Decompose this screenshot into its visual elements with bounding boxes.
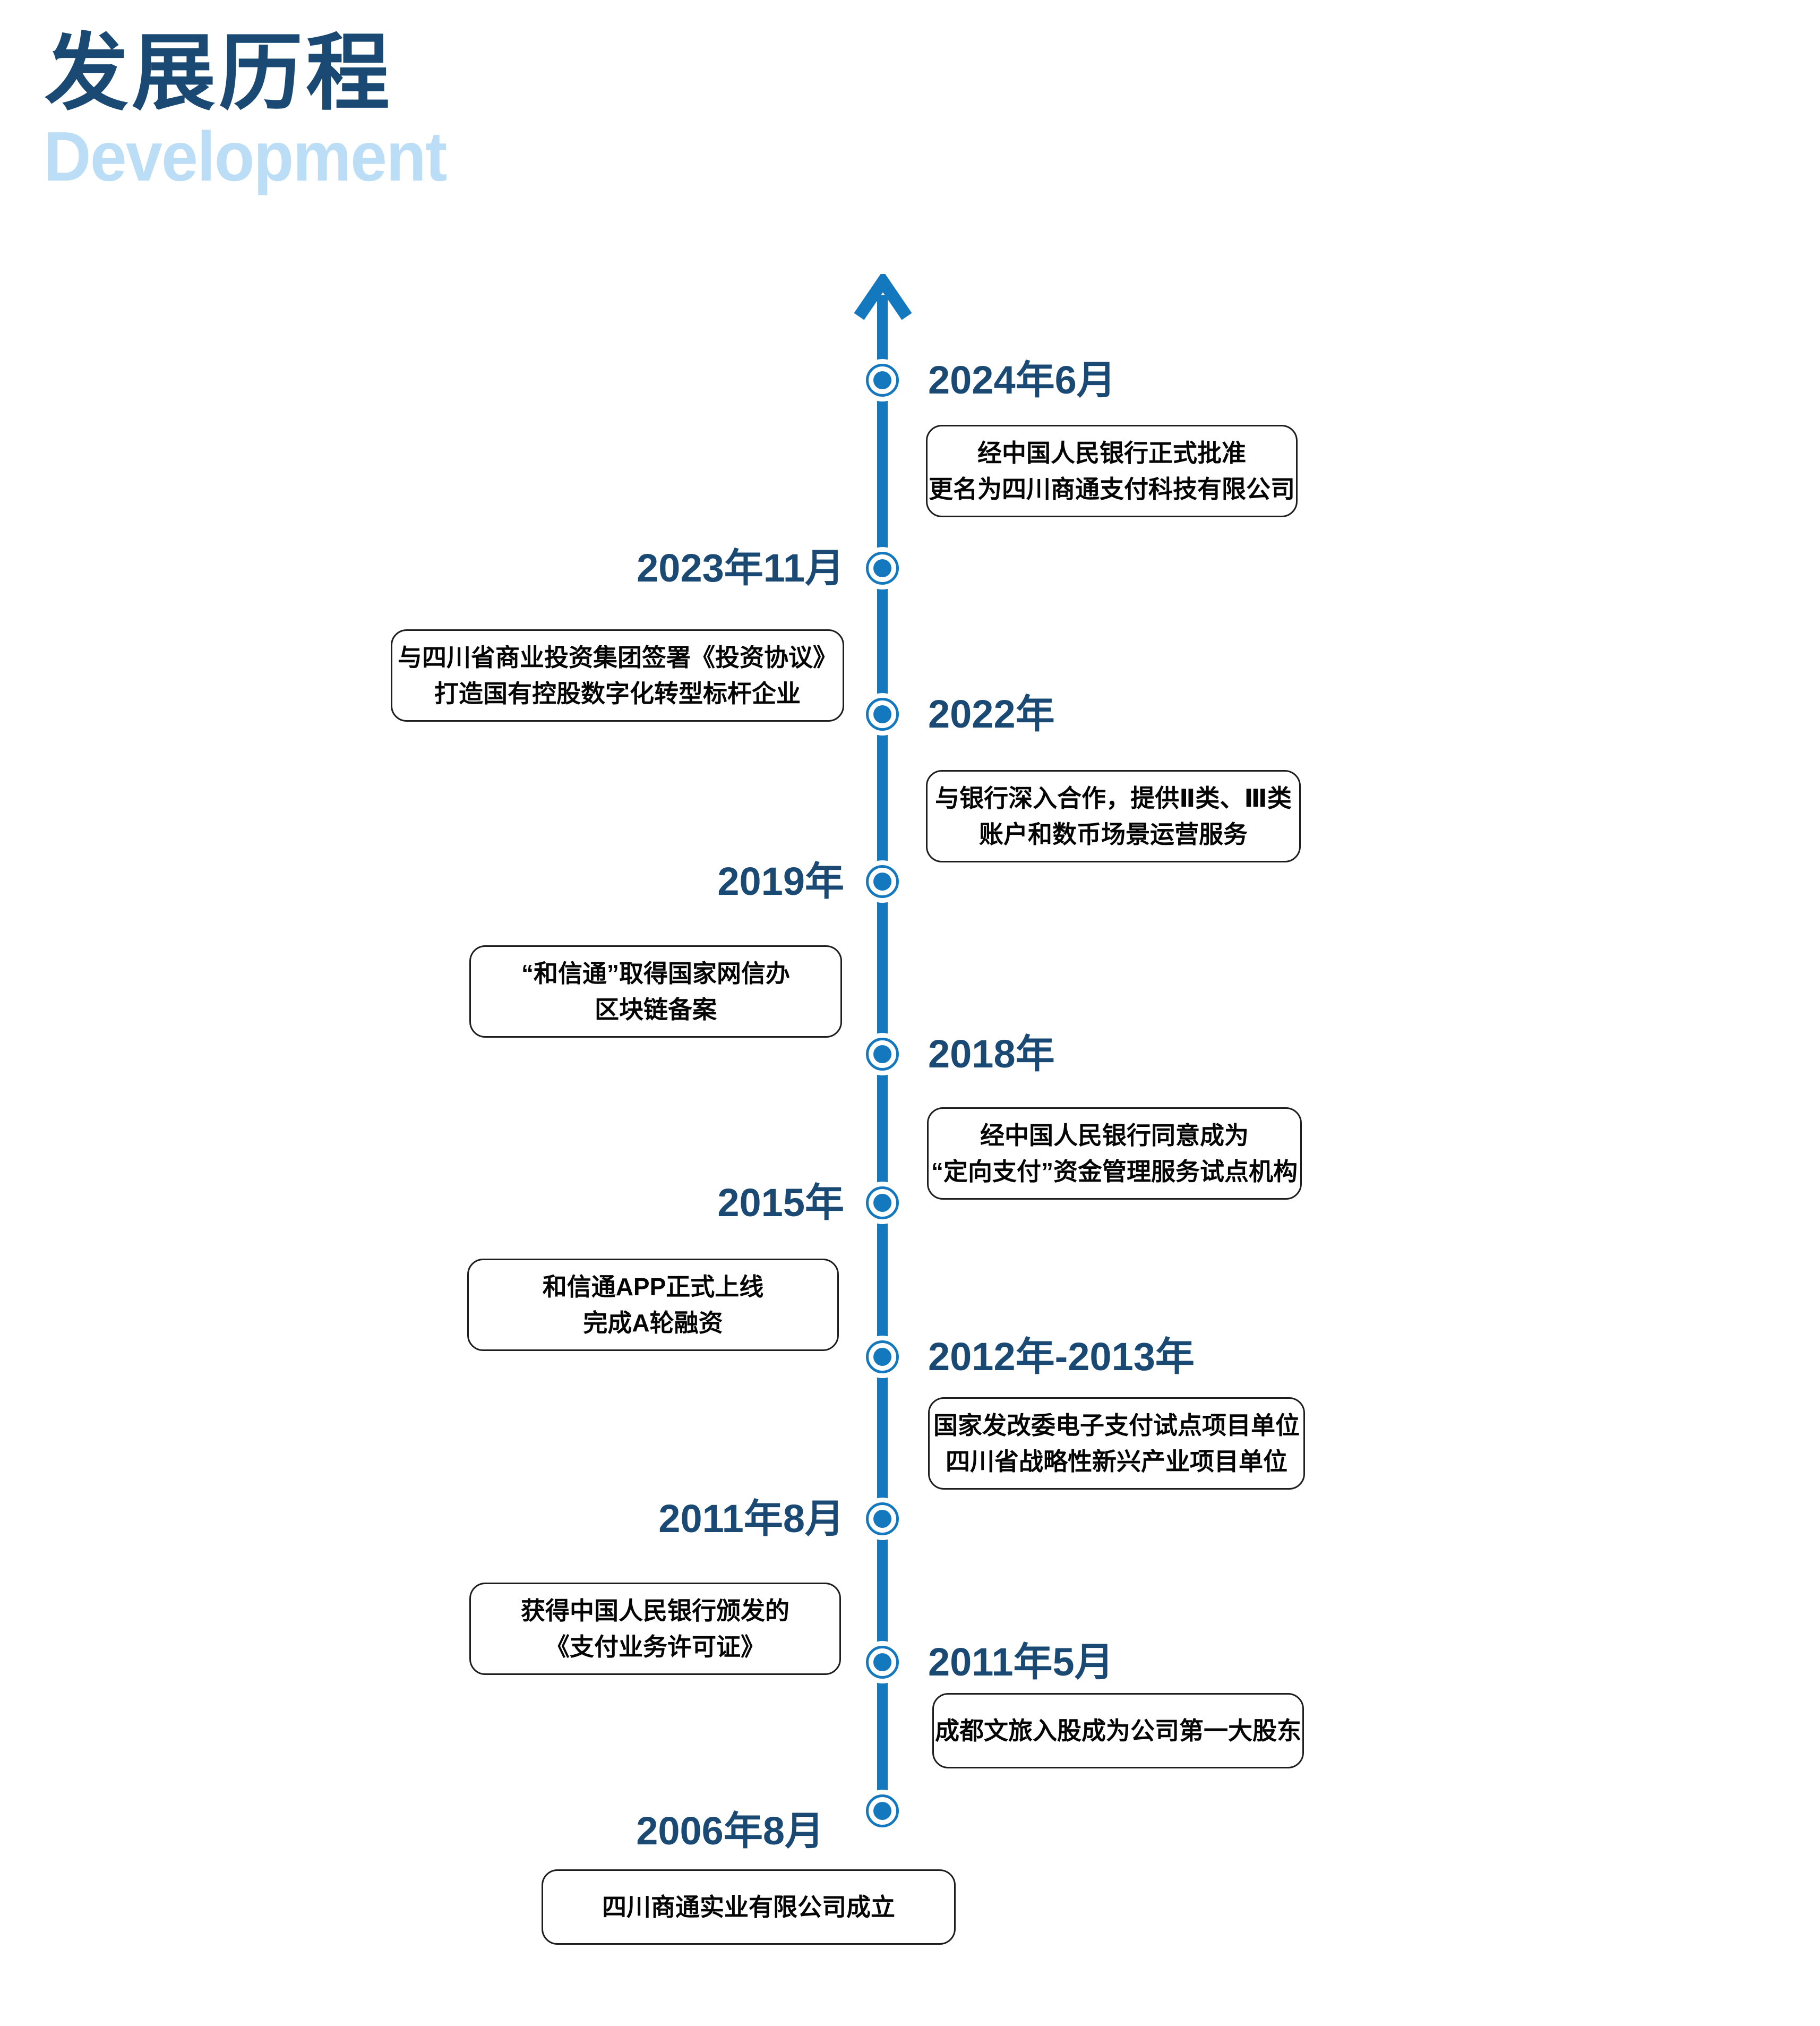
- milestone-text-line: 与银行深入合作，提供Ⅱ类、Ⅲ类: [935, 784, 1292, 812]
- milestone-date: 2022年: [928, 692, 1055, 736]
- milestone-date: 2015年: [717, 1181, 844, 1225]
- milestone-text-line: “和信通”取得国家网信办: [521, 960, 790, 987]
- timeline-node: [866, 552, 899, 585]
- milestone-text-line: 更名为四川商通支付科技有限公司: [929, 475, 1295, 503]
- milestone-card: 国家发改委电子支付试点项目单位四川省战略性新兴产业项目单位: [928, 1397, 1305, 1490]
- timeline-node: [866, 364, 899, 397]
- milestone-card: 与银行深入合作，提供Ⅱ类、Ⅲ类账户和数币场景运营服务: [926, 770, 1301, 862]
- timeline-node: [866, 1502, 899, 1535]
- milestone-card: 和信通APP正式上线完成A轮融资: [467, 1259, 839, 1351]
- milestone-text-line: 经中国人民银行同意成为: [980, 1122, 1249, 1149]
- milestone-text-line: “定向支付”资金管理服务试点机构: [931, 1158, 1298, 1185]
- milestone-card: 获得中国人民银行颁发的《支付业务许可证》: [469, 1583, 841, 1675]
- milestone-text-line: 四川省战略性新兴产业项目单位: [946, 1448, 1287, 1475]
- milestone-date: 2012年-2013年: [928, 1335, 1195, 1379]
- milestone-text-line: 账户和数币场景运营服务: [979, 820, 1248, 848]
- milestone-text-line: 打造国有控股数字化转型标杆企业: [434, 680, 801, 707]
- milestone-text-line: 完成A轮融资: [583, 1309, 723, 1337]
- milestone-text-line: 与四川省商业投资集团签署《投资协议》: [398, 644, 837, 671]
- milestone-date: 2011年5月: [928, 1640, 1114, 1684]
- milestone-date: 2024年6月: [928, 358, 1116, 402]
- page-subtitle-en: Development: [44, 117, 447, 195]
- timeline-node-dot: [873, 1348, 891, 1366]
- milestone-date: 2011年8月: [658, 1497, 844, 1541]
- milestone-text-line: 四川商通实业有限公司成立: [602, 1893, 895, 1921]
- timeline-node: [866, 1646, 899, 1679]
- milestone-date: 2018年: [928, 1032, 1055, 1076]
- milestone-text-line: 成都文旅入股成为公司第一大股东: [935, 1717, 1301, 1745]
- milestone-card: 与四川省商业投资集团签署《投资协议》打造国有控股数字化转型标杆企业: [391, 629, 844, 722]
- timeline-node-dot: [873, 873, 891, 891]
- timeline-node: [866, 1340, 899, 1373]
- timeline-node: [866, 865, 899, 898]
- timeline-node: [866, 1186, 899, 1219]
- timeline-node-dot: [873, 1045, 891, 1063]
- milestone-date: 2019年: [717, 859, 844, 903]
- timeline-node-dot: [873, 1653, 891, 1671]
- up-arrow-icon: [854, 274, 912, 320]
- milestone-card: “和信通”取得国家网信办区块链备案: [469, 945, 842, 1038]
- milestone-card: 经中国人民银行同意成为 “定向支付”资金管理服务试点机构: [927, 1107, 1302, 1200]
- milestone-text-line: 获得中国人民银行颁发的: [521, 1597, 789, 1625]
- milestone-text-line: 区块链备案: [595, 996, 717, 1023]
- timeline-node: [866, 1038, 899, 1071]
- timeline-node-dot: [873, 705, 891, 723]
- milestone-date: 2023年11月: [637, 546, 844, 590]
- timeline-node-dot: [873, 559, 891, 577]
- page-title: 发展历程: [45, 27, 393, 120]
- milestone-card: 成都文旅入股成为公司第一大股东: [932, 1693, 1304, 1768]
- milestone-text-line: 《支付业务许可证》: [545, 1633, 765, 1661]
- milestone-date: 2006年8月: [636, 1809, 824, 1853]
- milestone-text-line: 经中国人民银行正式批准: [977, 439, 1246, 467]
- timeline-node: [866, 1794, 899, 1827]
- milestone-text-line: 国家发改委电子支付试点项目单位: [933, 1412, 1300, 1439]
- timeline-node-dot: [873, 1802, 891, 1820]
- milestone-text-line: 和信通APP正式上线: [542, 1273, 764, 1301]
- timeline-node-dot: [873, 1194, 891, 1212]
- milestone-card: 四川商通实业有限公司成立: [542, 1869, 956, 1945]
- timeline-node: [866, 698, 899, 731]
- timeline-node-dot: [873, 371, 891, 389]
- milestone-card: 经中国人民银行正式批准更名为四川商通支付科技有限公司: [926, 425, 1298, 517]
- timeline-node-dot: [873, 1510, 891, 1528]
